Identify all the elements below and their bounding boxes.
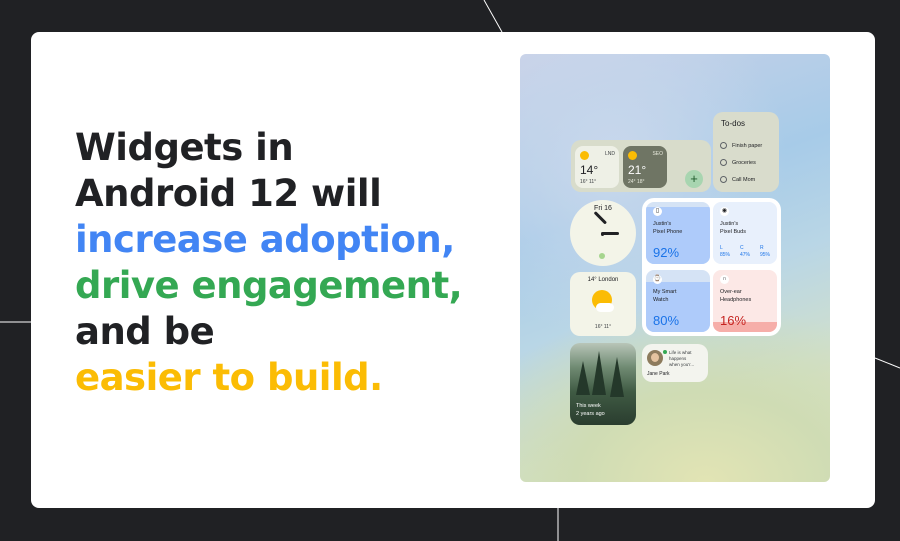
- checkbox-icon[interactable]: [720, 142, 727, 149]
- headphones-icon: ∩: [720, 275, 729, 284]
- home-screen-mockup: LND 14° 16° 11° SEO 21° 24° 18° + To-dos…: [520, 54, 830, 482]
- partly-cloudy-icon: [628, 151, 637, 160]
- tree-shape: [592, 351, 606, 395]
- watch-icon: ⌚: [653, 275, 662, 284]
- todo-title: To-dos: [721, 119, 746, 128]
- todo-item[interactable]: Call Mom: [720, 176, 755, 183]
- headline-line: Widgets in: [75, 126, 294, 169]
- weather-pair-widget[interactable]: LND 14° 16° 11° SEO 21° 24° 18° +: [571, 140, 711, 192]
- weather-widget[interactable]: 14° London 16° 11°: [570, 272, 636, 336]
- buds-case-label: C: [740, 245, 744, 251]
- todo-item-label: Groceries: [732, 159, 756, 166]
- cloud-icon: [596, 303, 614, 312]
- tree-shape: [576, 361, 590, 395]
- weather-seoul-mini[interactable]: SEO 21° 24° 18°: [623, 146, 667, 188]
- weather-high-low: 24° 18°: [628, 179, 645, 185]
- battery-fill: [646, 282, 710, 332]
- checkbox-icon[interactable]: [720, 176, 727, 183]
- todo-widget[interactable]: To-dos Finish paper Groceries Call Mom: [713, 112, 779, 192]
- online-status-icon: [663, 350, 667, 354]
- analog-clock-widget[interactable]: Fri 16: [570, 200, 636, 266]
- headline-highlight-adoption: increase adoption,: [75, 218, 455, 261]
- todo-item-label: Finish paper: [732, 142, 763, 149]
- buds-right-percent: 95%: [760, 252, 771, 258]
- content-card: Widgets in Android 12 will increase adop…: [31, 32, 875, 508]
- battery-percent: 80%: [653, 313, 680, 328]
- weather-high-low: 16° 11°: [580, 179, 597, 185]
- todo-item[interactable]: Finish paper: [720, 142, 762, 149]
- earbuds-icon: ◉: [720, 207, 729, 216]
- battery-fill: [713, 322, 777, 332]
- tree-shape: [610, 357, 624, 397]
- clock-minute-hand: [601, 233, 604, 236]
- battery-percent: 16%: [720, 313, 747, 328]
- headline-line: Android 12 will: [75, 172, 382, 215]
- headline-highlight-engagement: drive engagement,: [75, 264, 463, 307]
- buds-case-percent: 47%: [740, 252, 751, 258]
- weather-city: LND: [604, 151, 615, 157]
- headline-highlight-build: easier to build.: [75, 356, 383, 399]
- buds-right-label: R: [760, 245, 764, 251]
- avatar: [647, 350, 663, 366]
- weather-high-low: 16° 11°: [594, 324, 612, 330]
- add-icon[interactable]: +: [685, 170, 703, 188]
- sun-icon: [580, 151, 589, 160]
- battery-percent: 92%: [653, 245, 680, 260]
- checkbox-icon[interactable]: [720, 159, 727, 166]
- weather-temp: 21°: [628, 163, 647, 177]
- clock-date: Fri 16: [594, 205, 612, 212]
- weather-london-mini[interactable]: LND 14° 16° 11°: [575, 146, 619, 188]
- clock-dot: [599, 253, 605, 259]
- contact-name: Jane Park: [647, 371, 670, 377]
- todo-item[interactable]: Groceries: [720, 159, 756, 166]
- headline: Widgets in Android 12 will increase adop…: [75, 125, 515, 401]
- clock-hour-hand: [601, 232, 619, 235]
- weather-temp: 14°: [580, 163, 599, 177]
- weather-city: 14° London: [587, 277, 619, 283]
- headline-line: and be: [75, 310, 215, 353]
- buds-left-label: L: [720, 245, 723, 251]
- todo-item-label: Call Mom: [732, 176, 756, 183]
- weather-city: SEO: [652, 151, 663, 157]
- phone-icon: ▯: [653, 207, 662, 216]
- battery-fill: [646, 206, 710, 264]
- buds-levels: L C R 85% 47% 95%: [720, 245, 774, 259]
- buds-left-percent: 85%: [720, 252, 731, 258]
- clock-second-hand: [593, 211, 608, 225]
